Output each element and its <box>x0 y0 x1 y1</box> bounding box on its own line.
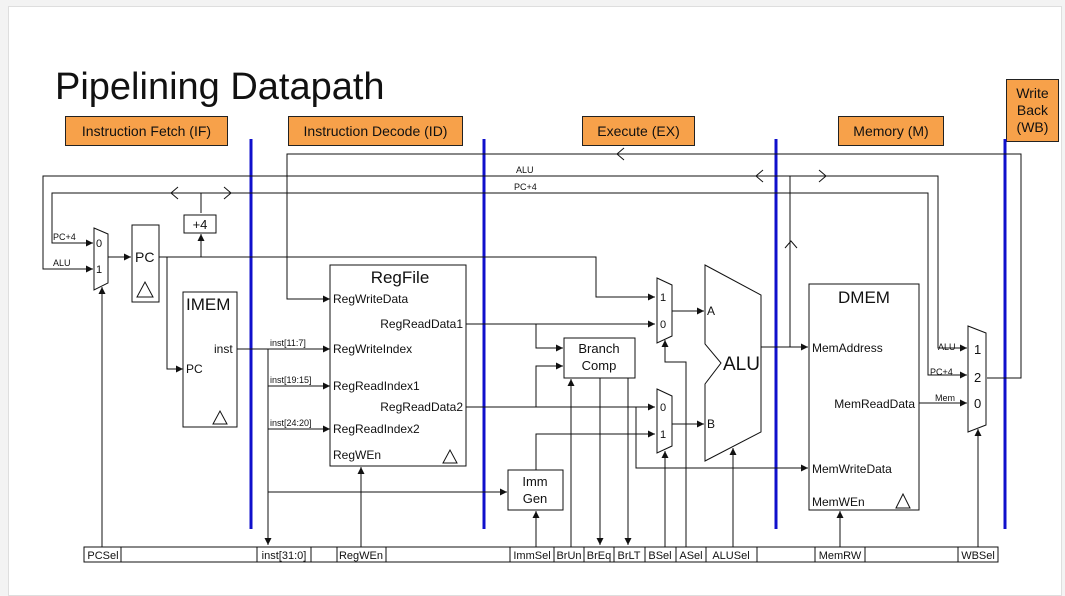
regfile-wen-port: RegWEn <box>333 448 381 462</box>
ctrl-pcsel: PCSel <box>87 550 118 562</box>
regfile-writedata-port: RegWriteData <box>333 292 408 306</box>
stage-mem-label: Memory (M) <box>838 116 944 146</box>
b-mux-in0-label: 0 <box>660 402 666 414</box>
imem-title: IMEM <box>186 295 230 314</box>
ctrl-asel: ASel <box>679 550 702 562</box>
regfile-writeindex-port: RegWriteIndex <box>333 342 412 356</box>
imem-block <box>182 291 238 428</box>
ctrl-brlt: BrLT <box>617 550 640 562</box>
wb-mux <box>967 325 987 433</box>
wb-mux-in-mem-label: Mem <box>935 393 955 403</box>
pc4-wire-left <box>51 192 201 247</box>
imem-clock-icon <box>212 409 228 425</box>
control-bar <box>83 546 999 563</box>
inst-rd-label: inst[11:7] <box>270 338 306 348</box>
pc4-chevron-right <box>223 186 232 200</box>
regfile-readdata2-port: RegReadData2 <box>380 400 463 414</box>
pc4-wire-label: PC+4 <box>514 182 537 192</box>
dmem-readdata-port: MemReadData <box>834 397 915 411</box>
inst-rs2-label: inst[24:20] <box>270 418 312 428</box>
a-mux-in1-label: 1 <box>660 292 666 304</box>
regfile-title: RegFile <box>371 268 430 287</box>
pc4-chevron-left <box>170 186 179 200</box>
imm-gen-label-2: Gen <box>523 491 548 506</box>
wb-mux-sel2-label: 2 <box>974 370 981 385</box>
wb-writeback-wire <box>286 153 1022 379</box>
ctrl-alusel: ALUSel <box>712 550 749 562</box>
pc-mux-sel0-label: 0 <box>96 238 102 250</box>
branch-comp-label-1: Branch <box>578 341 619 356</box>
slide-title: Pipelining Datapath <box>55 66 385 108</box>
pc-to-imem-wire <box>166 257 183 373</box>
pc-mux-in-alu-label: ALU <box>53 258 71 268</box>
alu-port-b: B <box>707 417 715 431</box>
rd2-to-branch-wire <box>535 362 563 407</box>
ctrl-wbsel: WBSel <box>961 550 995 562</box>
pc-label: PC <box>135 249 154 265</box>
wb-mux-sel1-label: 1 <box>974 342 981 357</box>
stage-wb-label: Write Back (WB) <box>1006 79 1059 142</box>
ctrl-inst: inst[31:0] <box>262 550 307 562</box>
inst-rs1-label: inst[19:15] <box>270 375 312 385</box>
dmem-address-port: MemAddress <box>812 341 883 355</box>
stage-ex-label: Execute (EX) <box>582 116 695 146</box>
ctrl-breq: BrEq <box>587 550 611 562</box>
regfile-clock-icon <box>442 448 458 464</box>
ctrl-bsel: BSel <box>648 550 671 562</box>
wb-mux-in-pc4-label: PC+4 <box>930 367 953 377</box>
pc4-wire-right <box>201 192 967 379</box>
imm-to-bmux-wire <box>535 430 655 470</box>
dmem-writedata-port: MemWriteData <box>812 462 892 476</box>
alu-to-wb-wire <box>790 175 967 352</box>
alu-branch-chevron <box>784 240 798 249</box>
alu-port-a: A <box>707 304 715 318</box>
asel-wire <box>661 340 687 547</box>
pc-mux-sel1-label: 1 <box>96 264 102 276</box>
pc-clock-icon <box>136 280 154 298</box>
alu-feedback-wire <box>42 175 791 347</box>
ctrl-brun: BrUn <box>556 550 581 562</box>
ctrl-regwen: RegWEn <box>339 550 383 562</box>
branch-comp-label-2: Comp <box>582 358 617 373</box>
stage-if-label: Instruction Fetch (IF) <box>65 116 228 146</box>
ctrl-immsel: ImmSel <box>513 550 550 562</box>
wb-mux-sel0-label: 0 <box>974 396 981 411</box>
dmem-title: DMEM <box>838 288 890 307</box>
pc-mux-in-pc4-label: PC+4 <box>53 232 76 242</box>
b-mux-in1-label: 1 <box>660 429 666 441</box>
alu-wire-label: ALU <box>516 165 534 175</box>
regfile-block <box>329 264 467 467</box>
pc-output-wire <box>159 256 655 301</box>
stage-id-label: Instruction Decode (ID) <box>288 116 463 146</box>
dmem-block <box>808 283 920 511</box>
a-mux-in0-label: 0 <box>660 319 666 331</box>
rd1-to-branch-wire <box>535 324 563 352</box>
pc-mux <box>93 227 109 291</box>
alu-label: ALU <box>723 354 760 375</box>
b-mux <box>656 388 673 454</box>
wb-mux-in-alu-label: ALU <box>938 342 956 352</box>
rd2-to-memwritedata-wire <box>635 407 808 472</box>
branch-comp-block <box>563 337 636 379</box>
a-mux <box>656 277 673 344</box>
dmem-wen-port: MemWEn <box>812 495 865 509</box>
imm-gen-block <box>507 469 564 511</box>
imm-gen-label-1: Imm <box>522 474 547 489</box>
regfile-readindex2-port: RegReadIndex2 <box>333 422 420 436</box>
pc-register <box>131 224 160 303</box>
regfile-readindex1-port: RegReadIndex1 <box>333 379 420 393</box>
wb-direction-chevron <box>616 147 625 161</box>
imem-pc-port: PC <box>186 362 203 376</box>
plus4-label: +4 <box>193 217 208 232</box>
regfile-readdata1-port: RegReadData1 <box>380 317 463 331</box>
imem-inst-port: inst <box>214 342 233 356</box>
alu-feedback-chevron-left <box>755 169 764 183</box>
alu-block <box>704 264 762 462</box>
ctrl-memrw: MemRW <box>819 550 862 562</box>
plus4-adder <box>183 214 217 234</box>
dmem-clock-icon <box>895 492 911 509</box>
